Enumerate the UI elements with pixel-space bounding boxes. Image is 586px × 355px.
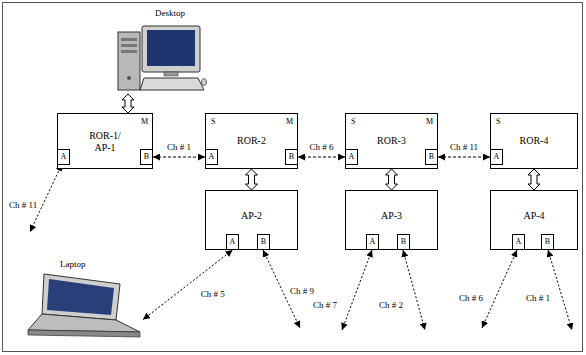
port-box: B	[541, 234, 554, 250]
channel-arrow	[30, 164, 62, 232]
port-letter: A	[494, 152, 500, 161]
access-point-label: AP-2	[241, 210, 262, 222]
device-label: Desktop	[155, 8, 185, 18]
laptop-icon	[28, 274, 140, 337]
port-letter: A	[516, 237, 522, 246]
channel-arrow	[548, 250, 572, 330]
channel-arrow	[403, 250, 425, 330]
corner-letter: M	[426, 117, 433, 126]
channel-label: Ch # 9	[289, 286, 315, 296]
port-box: A	[345, 149, 358, 165]
port-box: A	[490, 149, 503, 165]
access-point-box: AP-4A B	[490, 190, 578, 250]
channel-label: Ch # 11	[449, 142, 479, 152]
port-letter: A	[349, 152, 355, 161]
channel-arrow	[298, 157, 345, 158]
channel-arrow	[143, 250, 233, 320]
port-letter: A	[230, 237, 236, 246]
channel-arrow	[438, 157, 490, 158]
port-box: B	[397, 234, 410, 250]
port-letter: B	[261, 237, 266, 246]
link-arrow	[528, 169, 540, 190]
port-box: A	[205, 149, 218, 165]
link-arrow	[246, 169, 258, 190]
laptop-node: Laptop	[18, 258, 143, 346]
channel-label: Ch # 2	[378, 300, 404, 310]
router-box: S M ROR-2A B	[205, 113, 298, 169]
channel-arrow	[482, 250, 517, 328]
desktop-node: Desktop	[113, 4, 208, 94]
channel-arrow	[153, 157, 205, 158]
desktop-icon	[118, 26, 207, 90]
port-letter: A	[61, 152, 67, 161]
port-box: B	[140, 149, 153, 165]
channel-label: Ch # 1	[525, 293, 551, 303]
channel-label: Ch # 11	[8, 200, 38, 210]
port-box: A	[512, 234, 525, 250]
access-point-box: AP-2A B	[205, 190, 298, 250]
router-label: ROR-1/ AP-1	[87, 130, 123, 153]
port-letter: A	[370, 237, 376, 246]
port-letter: B	[429, 152, 434, 161]
access-point-label: AP-3	[381, 210, 402, 222]
router-label: ROR-3	[377, 135, 406, 147]
port-box: B	[425, 149, 438, 165]
channel-label: Ch # 6	[458, 293, 484, 303]
corner-letter: M	[286, 117, 293, 126]
link-arrow	[122, 94, 134, 113]
corner-letter: M	[141, 117, 148, 126]
port-letter: B	[289, 152, 294, 161]
port-letter: B	[401, 237, 406, 246]
port-letter: A	[209, 152, 215, 161]
port-box: B	[257, 234, 270, 250]
router-box: S ROR-4A	[490, 113, 578, 169]
port-box: A	[57, 149, 70, 165]
frame-border	[3, 3, 583, 352]
corner-letter: S	[211, 117, 215, 126]
router-box: S M ROR-3A B	[345, 113, 438, 169]
channel-label: Ch # 7	[312, 300, 338, 310]
port-box: A	[226, 234, 239, 250]
corner-letter: S	[496, 117, 500, 126]
port-box: A	[366, 234, 379, 250]
channel-label: Ch # 5	[200, 289, 226, 299]
port-letter: B	[144, 152, 149, 161]
channel-label: Ch # 1	[166, 142, 192, 152]
router-label: ROR-4	[520, 135, 549, 147]
channel-label: Ch # 6	[308, 142, 334, 152]
access-point-box: AP-3A B	[345, 190, 438, 250]
channel-arrow	[342, 250, 372, 330]
router-box: M ROR-1/ AP-1A B	[57, 113, 153, 169]
port-box: B	[285, 149, 298, 165]
port-letter: B	[545, 237, 550, 246]
access-point-label: AP-4	[523, 210, 544, 222]
device-label: Laptop	[60, 259, 86, 269]
corner-letter: S	[351, 117, 355, 126]
link-arrow	[386, 169, 398, 190]
router-label: ROR-2	[237, 135, 266, 147]
